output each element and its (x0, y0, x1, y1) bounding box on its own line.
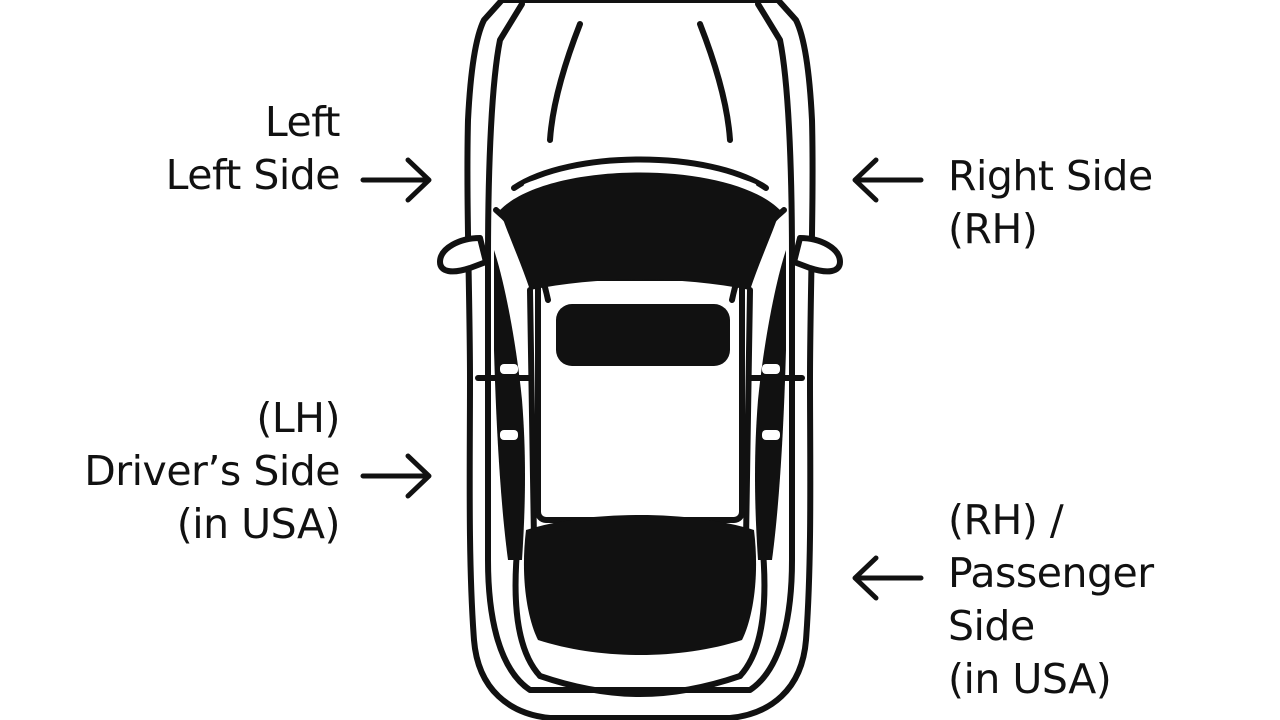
right-side-label: Right Side (RH) (948, 150, 1153, 256)
driver-side-label: (LH) Driver’s Side (in USA) (84, 392, 340, 551)
arrow-left-icon (852, 555, 924, 601)
arrow-right-icon (360, 157, 432, 203)
passenger-side-label-line-2: Passenger (948, 549, 1154, 597)
passenger-side-label-line-4: (in USA) (948, 655, 1112, 703)
driver-side-label-line-3: (in USA) (176, 500, 341, 548)
driver-side-label-line-2: Driver’s Side (84, 447, 340, 495)
driver-side-label-line-1: (LH) (256, 394, 340, 442)
left-side-label-line-1: Left (264, 98, 341, 146)
arrow-right-icon (360, 453, 432, 499)
passenger-side-label-line-3: Side (948, 602, 1035, 650)
car-top-view-icon (437, 0, 843, 720)
left-side-label-line-2: Left Side (165, 151, 341, 199)
right-side-label-line-1: Right Side (948, 152, 1153, 200)
arrow-left-icon (852, 157, 924, 203)
passenger-side-label-line-1: (RH) / (948, 496, 1064, 544)
passenger-side-label: (RH) / Passenger Side (in USA) (948, 494, 1154, 706)
right-side-label-line-2: (RH) (948, 205, 1038, 253)
left-side-label: Left Left Side (165, 96, 341, 202)
